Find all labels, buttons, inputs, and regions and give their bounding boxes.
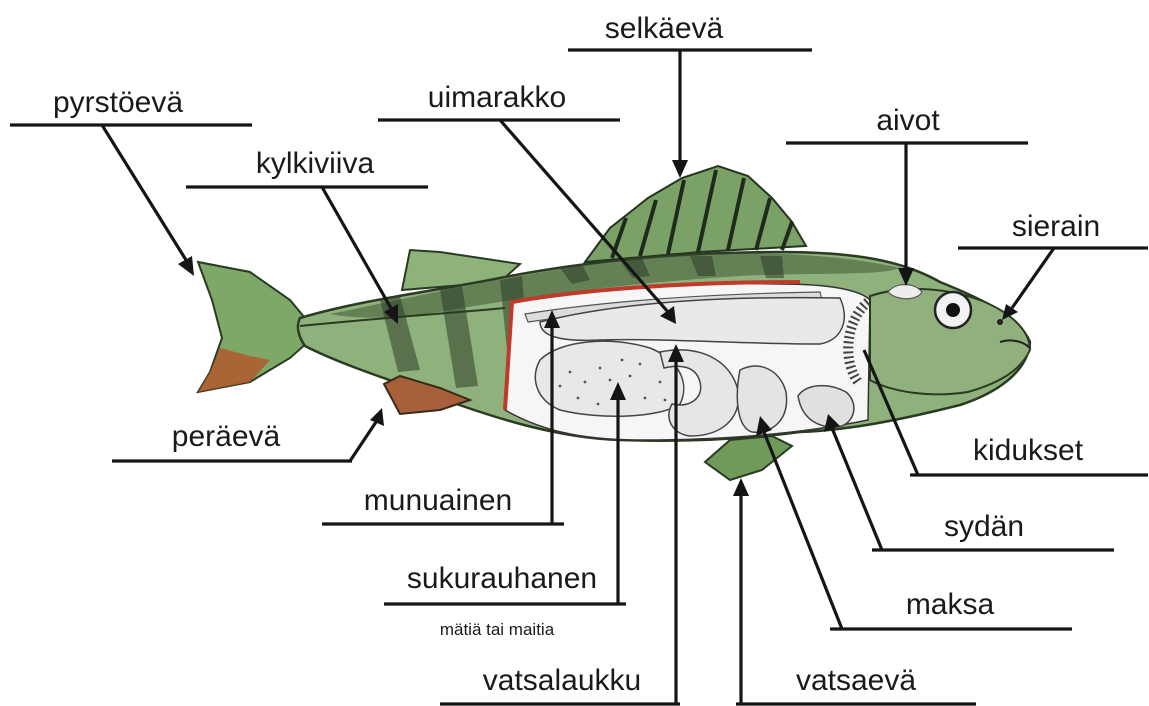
pupil bbox=[946, 303, 960, 317]
aivot-text: aivot bbox=[876, 104, 940, 137]
label-selkaeva: selkäevä bbox=[568, 12, 812, 178]
label-pyrstoeva: pyrstöevä bbox=[10, 86, 252, 276]
kylkiviiva-text: kylkiviiva bbox=[256, 147, 375, 180]
dorsal-fin bbox=[585, 166, 806, 262]
sukurauhanen-note: mätiä tai maitia bbox=[440, 620, 555, 639]
uimarakko-text: uimarakko bbox=[428, 81, 566, 114]
vatsaeva-text: vatsaevä bbox=[796, 664, 916, 697]
peraeva-text: peräevä bbox=[172, 420, 281, 453]
kidukset-text: kidukset bbox=[973, 434, 1084, 467]
selkaeva-text: selkäevä bbox=[605, 12, 724, 45]
maksa-text: maksa bbox=[906, 588, 995, 621]
pyrstoeva-text: pyrstöevä bbox=[53, 86, 183, 119]
sierain-text: sierain bbox=[1012, 210, 1100, 243]
sydan-text: sydän bbox=[944, 510, 1024, 543]
sukurauhanen-text: sukurauhanen bbox=[407, 562, 597, 595]
munuainen-text: munuainen bbox=[364, 484, 512, 517]
label-peraeva: peräevä bbox=[112, 408, 384, 461]
vatsalaukku-text: vatsalaukku bbox=[483, 664, 641, 697]
